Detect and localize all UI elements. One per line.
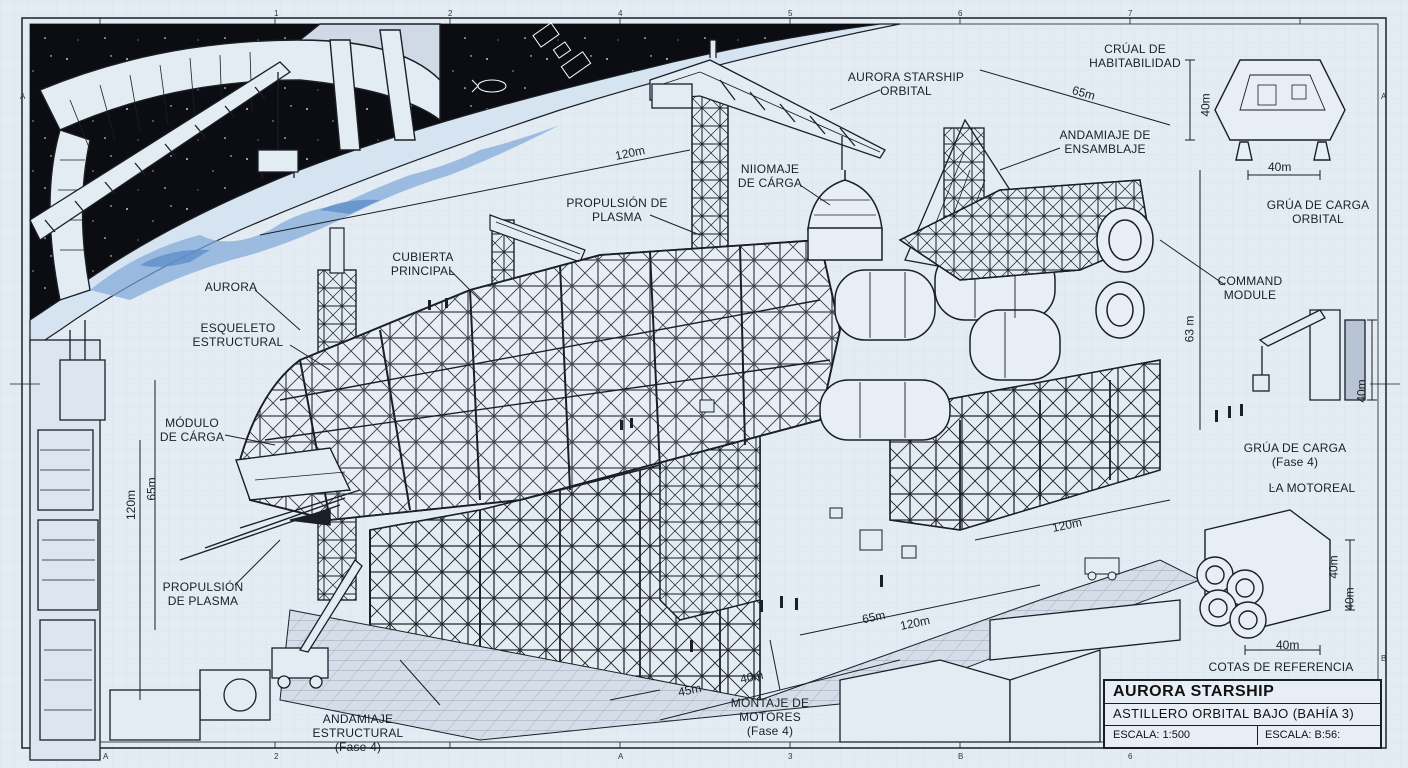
ship-nose — [235, 447, 352, 501]
ruler-side-a-right: A — [1381, 92, 1387, 101]
dim-40-engine-v: 40m — [1326, 555, 1341, 579]
left-tower-detail — [40, 449, 95, 711]
dim-63: 63 m — [1182, 315, 1197, 343]
label-andamiaje-ensamblaje: ANDAMIAJE DE ENSAMBLAJE — [1059, 128, 1151, 156]
orbital-ring-detail — [58, 51, 253, 251]
label-montaje-motores: MONTAJE DE MOTORES (Fase 4) — [730, 696, 810, 738]
aft-module — [898, 179, 1151, 281]
dimension-lines — [139, 69, 1201, 721]
label-cradle-habitabilidad: CRÚAL DE HABITABILIDAD — [1089, 42, 1181, 70]
ruler-top-2: 2 — [448, 9, 453, 18]
left-tower — [29, 320, 106, 761]
label-grua-orbital: GRÚA DE CARGA ORBITAL — [1266, 198, 1370, 226]
ruler-ticks — [10, 18, 1400, 748]
detail-habitability — [1185, 59, 1346, 180]
ruler-bottom-6: 6 — [1128, 752, 1133, 761]
tower-crane — [649, 39, 886, 255]
ruler-bottom-1: A — [103, 752, 109, 761]
ruler-bottom-2: 2 — [274, 752, 279, 761]
detail-engine-cluster — [1196, 509, 1355, 655]
ruler-top-3: 4 — [618, 9, 623, 18]
orbital-crane-boom — [29, 61, 299, 241]
title-block: AURORA STARSHIP ASTILLERO ORBITAL BAJO (… — [1103, 679, 1382, 749]
label-modulo-carga: MÓDULO DE CÁRGA — [159, 416, 225, 444]
label-motoreal: ĿA MOTOREAL — [1268, 481, 1356, 495]
title-block-vertical-divider — [1257, 725, 1258, 745]
ruler-bottom-3: A — [618, 752, 624, 761]
command-module-pod — [807, 170, 883, 261]
machinery-left — [109, 669, 271, 741]
dim-40-engine-v2: 40m — [1342, 587, 1357, 611]
label-aurora-starship-orbital: AURORA STARSHIP ORBITAL — [847, 70, 965, 98]
shuttle — [471, 79, 507, 93]
earth-clouds-2 — [140, 199, 380, 267]
label-esqueleto: ESQUELETO ESTRUCTURAL — [192, 321, 284, 349]
dim-40-crane: 40m — [1354, 379, 1369, 403]
label-cubierta: CUBIERTA PRINCIPAL — [390, 250, 456, 278]
ruler-side-a-left: A — [20, 92, 26, 101]
label-andamiaje-estructural: ANDAMIAJE ESTRUCTURAL (Fase 4) — [312, 712, 404, 754]
label-command-module: COMMAND MODULE — [1217, 274, 1283, 302]
title-block-title: AURORA STARSHIP — [1113, 683, 1275, 700]
ruler-top-5: 6 — [958, 9, 963, 18]
title-block-scale-right: ESCALA: B:56: — [1265, 729, 1341, 741]
label-cotas: COTAS DE REFERENCIA — [1208, 660, 1354, 674]
leader-lines — [224, 89, 1226, 706]
dim-120-left: 120m — [124, 489, 139, 521]
ruler-bottom-5: B — [958, 752, 964, 761]
title-block-divider-2 — [1105, 725, 1380, 726]
ruler-top-4: 5 — [788, 9, 793, 18]
ruler-bottom-4: 3 — [788, 752, 793, 761]
main-engines — [1095, 207, 1154, 339]
label-propulsion-left: PROPULSIÓN DE PLASMA — [162, 580, 244, 608]
hangar-buildings — [839, 599, 1181, 743]
label-aurora: AURORA — [204, 280, 258, 294]
plasma-spikes — [179, 489, 361, 561]
crates — [699, 399, 917, 559]
title-block-scale-left: ESCALA: 1:500 — [1113, 729, 1191, 741]
outer-frame — [21, 17, 1387, 749]
dim-40-engine-h: 40m — [1276, 638, 1300, 652]
label-grua-fase4: GRÚA DE CARGA (Fase 4) — [1243, 441, 1347, 469]
satellite — [532, 22, 592, 79]
earth-horizon — [29, 23, 901, 352]
dim-40-detail-v: 40m — [1198, 93, 1213, 117]
ruler-top-6: 7 — [1128, 9, 1133, 18]
mobile-crane — [271, 559, 363, 689]
title-block-divider-1 — [1105, 703, 1380, 704]
workers — [428, 298, 1243, 652]
ship-hull — [239, 239, 841, 521]
ground-vehicle — [1084, 557, 1120, 581]
dim-40-detail-h: 40m — [1268, 160, 1292, 174]
label-propulsion-top: PROPULSIÓN DE PLASMA — [566, 196, 668, 224]
hangar-floor-grid — [280, 560, 1200, 740]
earth-clouds — [90, 125, 560, 300]
dim-65-left: 65m — [144, 477, 159, 501]
detail-cargo-crane — [1252, 309, 1377, 401]
ruler-top-1: 1 — [274, 9, 279, 18]
scaffold-right — [889, 359, 1161, 531]
label-nucleaje-carga: NIIOMAJE DE CÁRGA — [737, 162, 803, 190]
title-block-subtitle: ASTILLERO ORBITAL BAJO (BAHÍA 3) — [1113, 706, 1355, 721]
ruler-side-b-right: B — [1381, 654, 1387, 663]
